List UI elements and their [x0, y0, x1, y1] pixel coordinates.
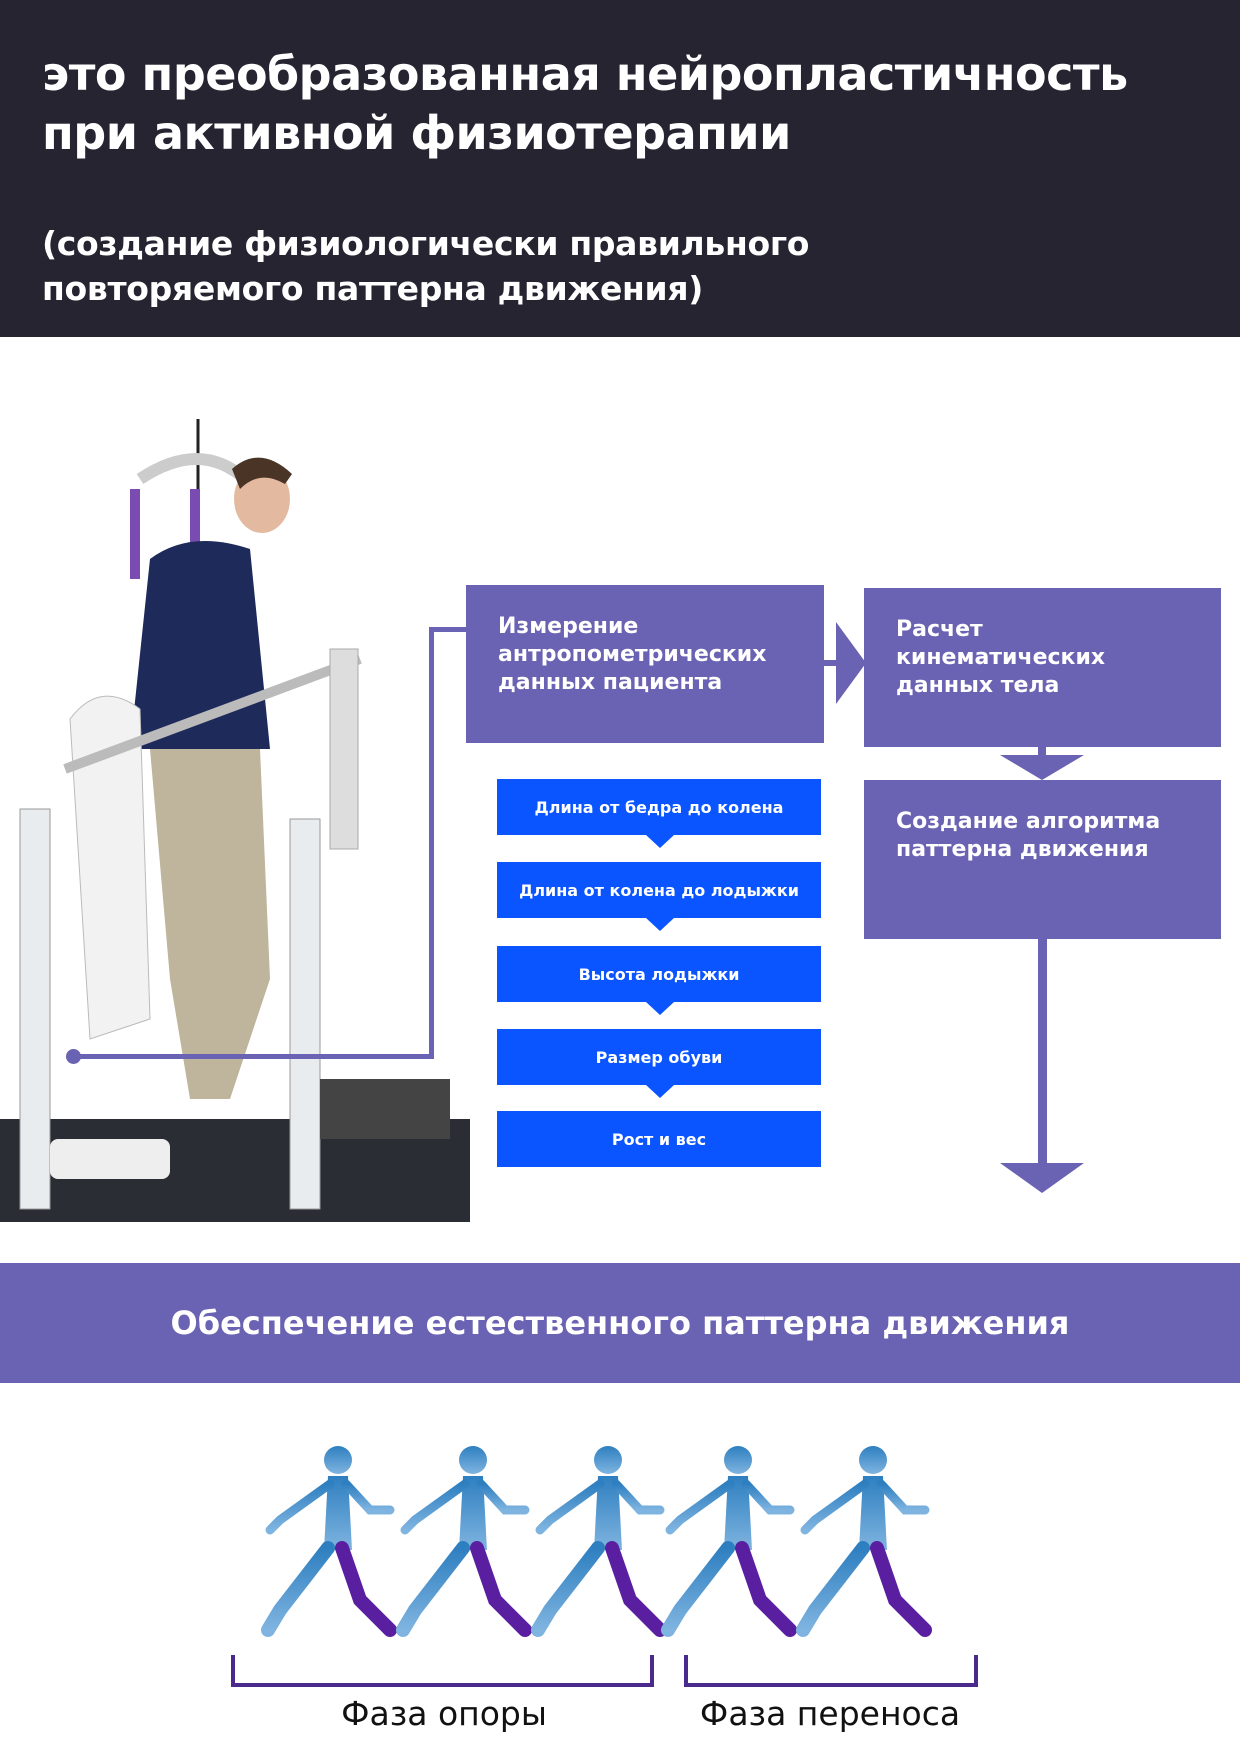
arrow-down-icon [1000, 747, 1084, 780]
swing-phase-label: Фаза переноса [699, 1694, 961, 1733]
notch-icon [646, 835, 674, 848]
arrow-right-icon [836, 622, 866, 704]
phase-brackets [231, 1655, 978, 1687]
connector-horizontal [73, 1054, 434, 1059]
calc-box: Расчет кинематических данных тела [864, 588, 1221, 747]
param-shin-length: Длина от колена до лодыжки [497, 862, 821, 918]
param-shoe-size: Размер обуви [497, 1029, 821, 1085]
swing-bracket [684, 1655, 978, 1687]
stance-phase-label: Фаза опоры [341, 1694, 547, 1733]
arrow-shaft-right [824, 660, 844, 666]
exoskeleton-photo [0, 419, 470, 1222]
notch-icon [646, 1002, 674, 1015]
param-thigh-length: Длина от бедра до колена [497, 779, 821, 835]
param-height-weight: Рост и вес [497, 1111, 821, 1167]
gait-cycle-figures [261, 1440, 980, 1637]
notch-icon [646, 1085, 674, 1098]
algorithm-down-line [1038, 939, 1047, 1167]
banner: Обеспечение естественного паттерна движе… [0, 1263, 1240, 1383]
connector-top [429, 627, 467, 632]
param-ankle-height: Высота лодыжки [497, 946, 821, 1002]
subtitle-line1: (создание физиологически правильного [42, 224, 810, 263]
connector-vertical [429, 627, 434, 1059]
notch-icon [646, 918, 674, 931]
page-title-line1: это преобразованная нейропластичность [42, 47, 1128, 101]
subtitle-line2: повторяемого паттерна движения) [42, 269, 704, 308]
measure-box: Измерение антропометрических данных паци… [466, 585, 824, 743]
page-title-line2: при активной физиотерапии [42, 106, 791, 160]
algorithm-box: Создание алгоритма паттерна движения [864, 780, 1221, 939]
connector-dot [66, 1049, 81, 1064]
header-band [0, 0, 1240, 337]
arrow-down-icon [1000, 1163, 1084, 1193]
stance-bracket [231, 1655, 654, 1687]
